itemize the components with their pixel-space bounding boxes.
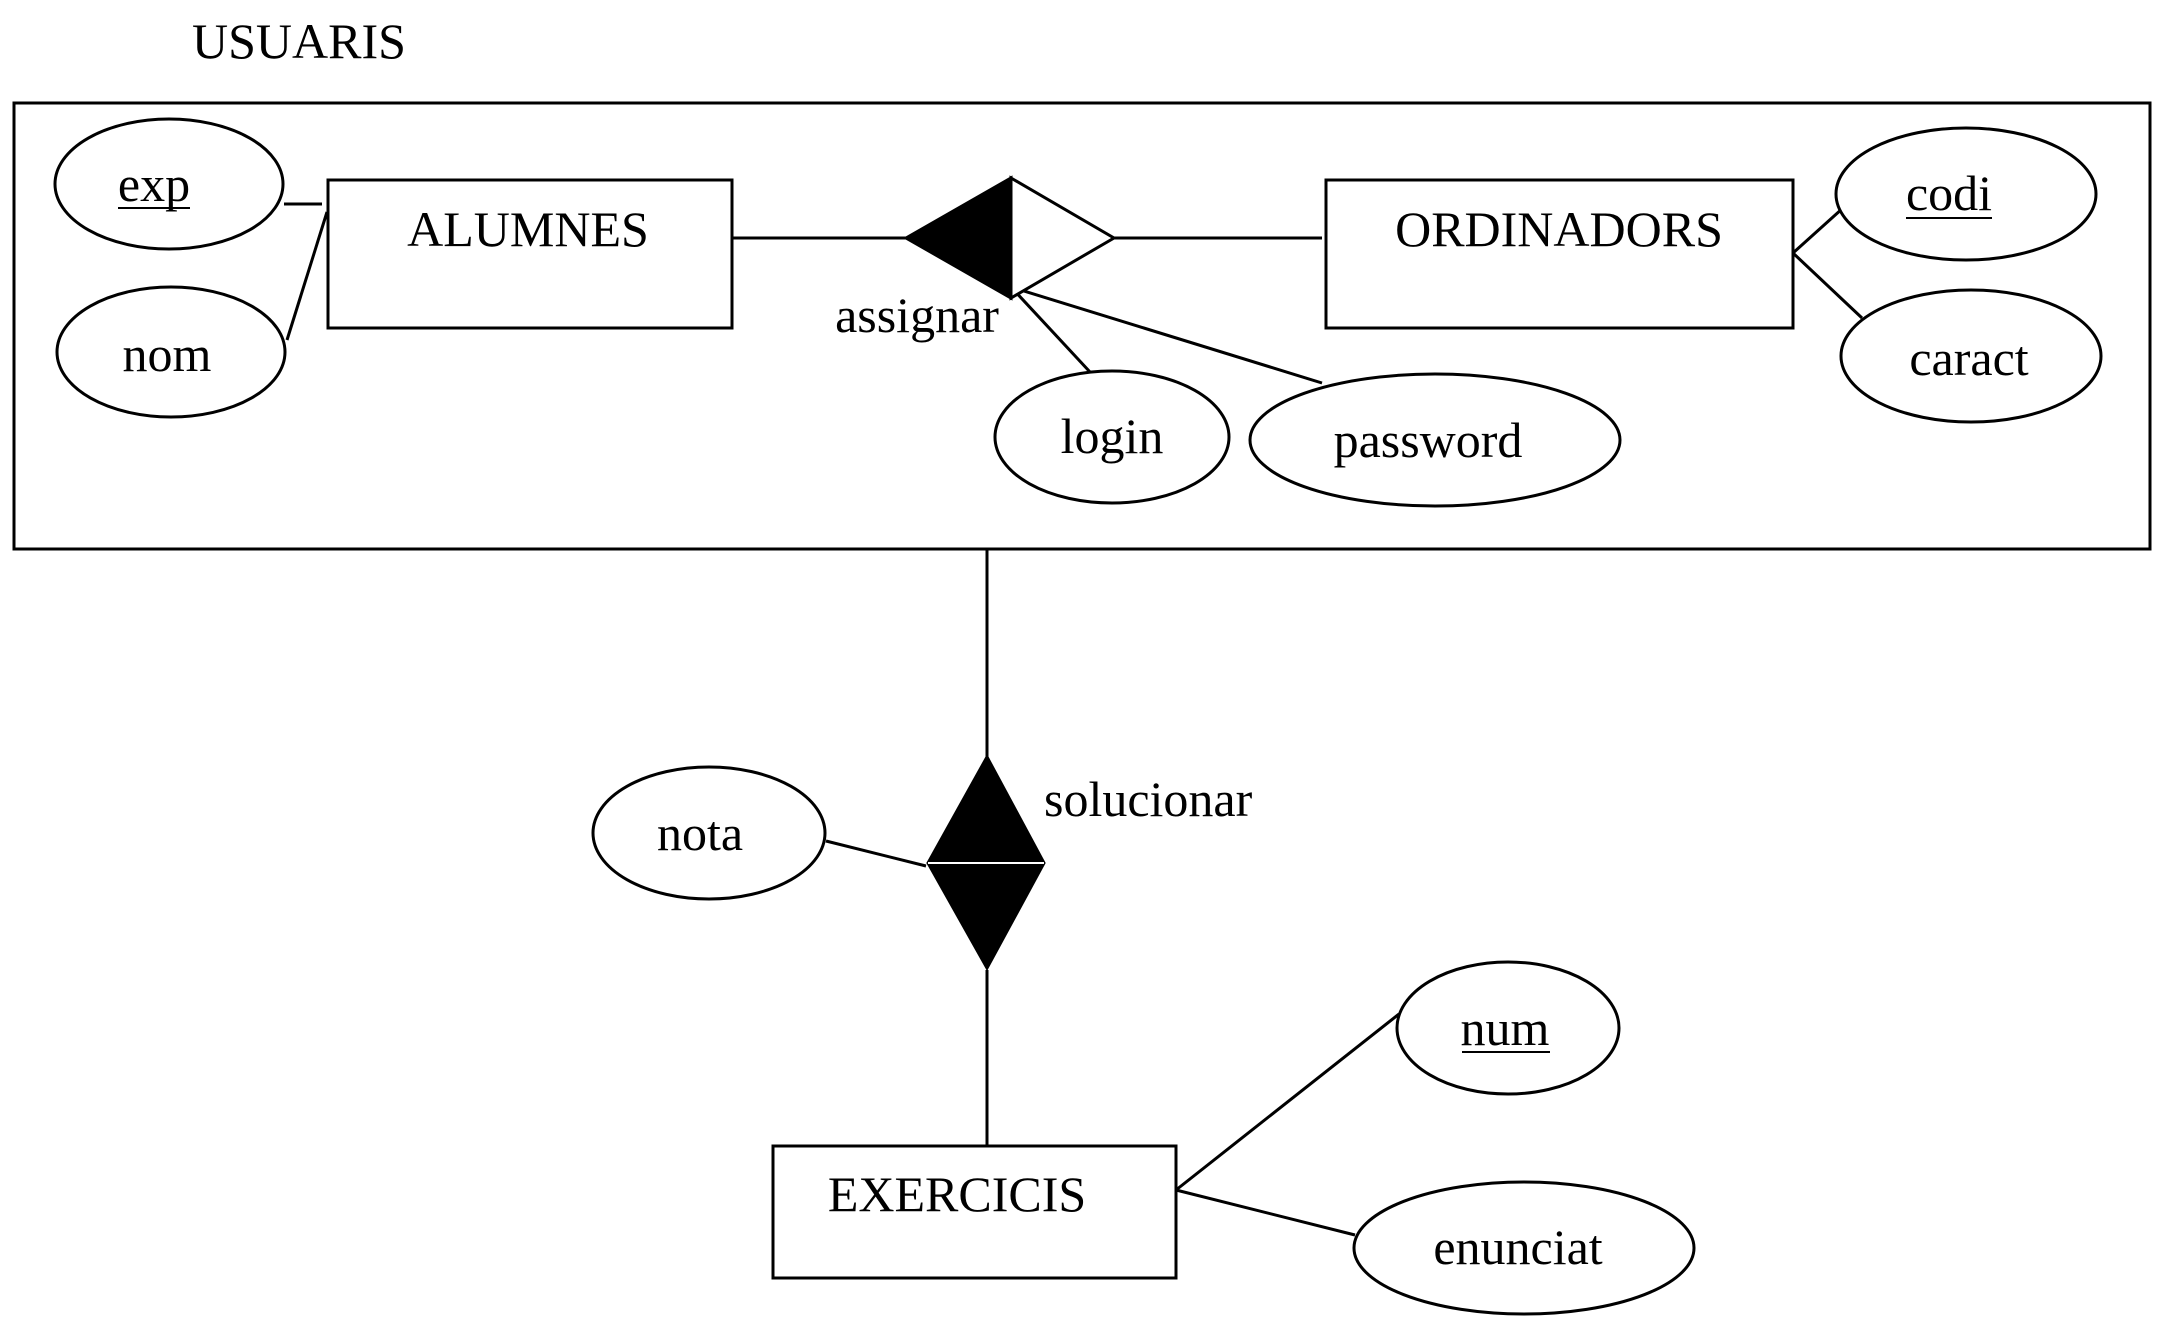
relationship-assignar-empty-half bbox=[1009, 175, 1117, 301]
connector-exercicis-num bbox=[1175, 1012, 1400, 1192]
entity-ordinadors-label: ORDINADORS bbox=[1395, 201, 1723, 257]
entity-alumnes: ALUMNES bbox=[326, 178, 734, 330]
entity-exercicis: EXERCICIS bbox=[771, 1144, 1178, 1280]
attribute-enunciat-label: enunciat bbox=[1433, 1219, 1602, 1275]
relationship-assignar-label: assignar bbox=[835, 287, 999, 343]
relationship-solucionar-label: solucionar bbox=[1044, 771, 1253, 827]
entity-exercicis-label: EXERCICIS bbox=[828, 1166, 1086, 1222]
relationship-assignar: assignar bbox=[835, 175, 1117, 343]
relationship-assignar-filled-half bbox=[902, 175, 1013, 301]
connector-assignar-password bbox=[1010, 285, 1323, 385]
connector-nota-solucionar bbox=[825, 839, 927, 868]
entity-ordinadors: ORDINADORS bbox=[1324, 178, 1795, 330]
connector-assignar-login bbox=[1009, 285, 1092, 374]
relationship-solucionar: solucionar bbox=[926, 753, 1253, 972]
attribute-nom: nom bbox=[55, 285, 287, 419]
connector-nom-alumnes bbox=[285, 211, 329, 341]
connector-exercicis-enunciat bbox=[1175, 1188, 1356, 1237]
connector-ordinadors-caract bbox=[1791, 251, 1864, 320]
aggregation-box-usuaris bbox=[12, 101, 2152, 551]
attribute-codi-label: codi bbox=[1906, 165, 1992, 221]
attribute-caract: caract bbox=[1839, 288, 2103, 424]
attribute-password-label: password bbox=[1334, 412, 1523, 468]
attribute-nom-label: nom bbox=[123, 326, 212, 382]
attribute-login-label: login bbox=[1061, 408, 1164, 464]
attribute-exp-label: exp bbox=[118, 156, 190, 212]
attribute-codi: codi bbox=[1834, 126, 2098, 262]
attribute-num-label: num bbox=[1461, 1000, 1550, 1056]
connector-ordinadors-codi bbox=[1791, 206, 1845, 255]
attribute-exp: exp bbox=[53, 117, 285, 251]
attribute-login: login bbox=[993, 369, 1231, 505]
entity-alumnes-label: ALUMNES bbox=[407, 201, 649, 257]
attribute-caract-label: caract bbox=[1909, 330, 2028, 386]
attribute-nota-label: nota bbox=[657, 805, 743, 861]
attribute-password: password bbox=[1248, 372, 1622, 508]
attribute-num: num bbox=[1395, 960, 1621, 1096]
attribute-nota: nota bbox=[591, 765, 827, 901]
attribute-enunciat: enunciat bbox=[1352, 1180, 1696, 1316]
aggregation-title: USUARIS bbox=[192, 13, 406, 69]
